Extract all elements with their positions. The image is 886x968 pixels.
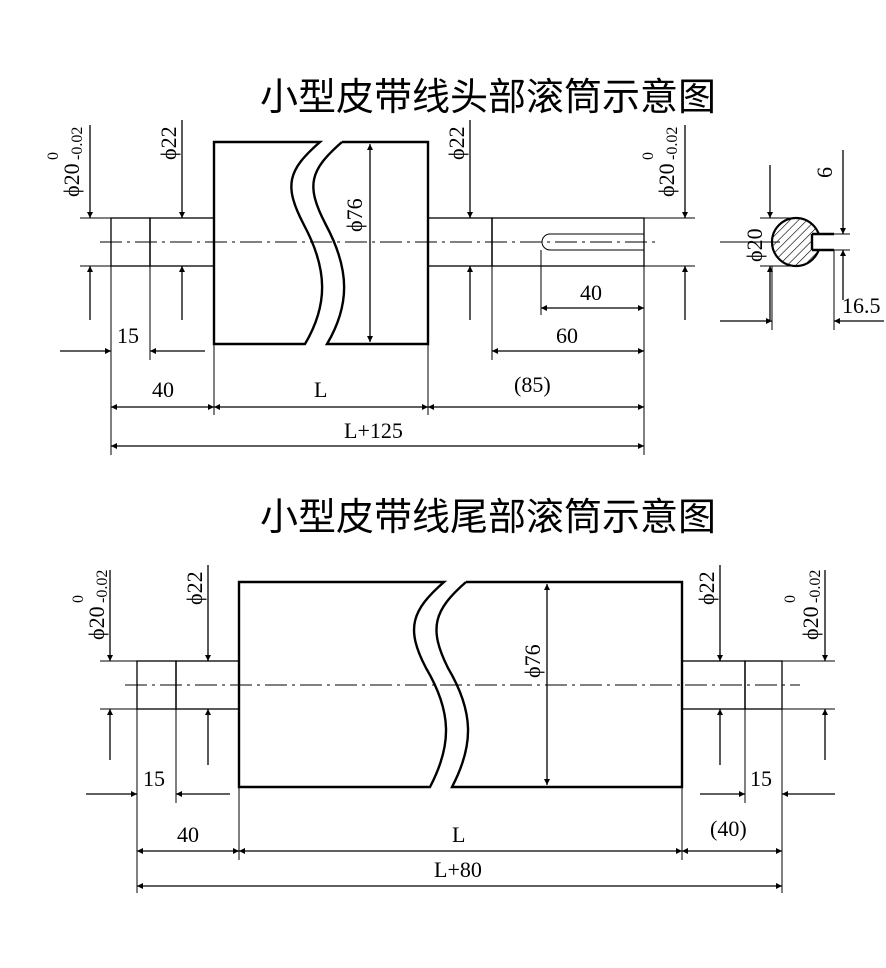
head-left-shaft-dia-callout: ϕ20 0 -0.02 bbox=[45, 125, 111, 320]
head-right-shaft bbox=[427, 217, 645, 267]
head-roller-drawing: 小型皮带线头部滚筒示意图 ϕ20 0 -0.02 bbox=[45, 75, 884, 455]
head-shaft-section-view: ϕ20 6 16.5 bbox=[720, 150, 884, 330]
svg-text:15: 15 bbox=[117, 323, 139, 348]
tail-extension-lines bbox=[136, 709, 783, 893]
tail-dim-15-left: 15 bbox=[86, 766, 230, 797]
head-dim-total: L+125 bbox=[111, 418, 644, 449]
svg-text:-0.02: -0.02 bbox=[664, 127, 681, 160]
svg-text:40: 40 bbox=[177, 822, 199, 847]
svg-text:L: L bbox=[314, 377, 327, 402]
tail-drum-dia-callout: ϕ76 bbox=[520, 584, 550, 785]
svg-text:-0.02: -0.02 bbox=[94, 570, 111, 603]
tail-roller-drawing: 小型皮带线尾部滚筒示意图 ϕ20 0 -0.02 ϕ22 bbox=[70, 495, 835, 893]
svg-text:(40): (40) bbox=[710, 816, 747, 841]
svg-text:16.5: 16.5 bbox=[842, 293, 881, 318]
svg-text:L+125: L+125 bbox=[344, 418, 403, 443]
head-title: 小型皮带线头部滚筒示意图 bbox=[260, 75, 716, 119]
head-left-bearing-dia-callout: ϕ22 bbox=[156, 120, 185, 320]
tail-dim-total: L+80 bbox=[137, 857, 782, 889]
svg-text:60: 60 bbox=[556, 323, 578, 348]
head-drum-dia-callout: ϕ76 bbox=[342, 144, 373, 342]
svg-text:(85): (85) bbox=[514, 372, 551, 397]
head-dim-60: 60 bbox=[492, 323, 644, 354]
svg-text:ϕ20: ϕ20 bbox=[84, 606, 109, 640]
head-right-shaft-dia-callout: ϕ20 0 -0.02 bbox=[640, 125, 695, 320]
svg-text:ϕ22: ϕ22 bbox=[156, 126, 181, 160]
svg-text:6: 6 bbox=[812, 167, 837, 178]
svg-text:ϕ22: ϕ22 bbox=[444, 126, 469, 160]
svg-text:15: 15 bbox=[143, 766, 165, 791]
tail-dim-row: 40 L (40) bbox=[137, 816, 782, 854]
tail-dim-15-right: 15 bbox=[700, 766, 835, 797]
tail-right-shaft bbox=[681, 660, 783, 710]
svg-text:0: 0 bbox=[782, 595, 799, 603]
svg-text:ϕ20: ϕ20 bbox=[59, 163, 84, 197]
svg-text:0: 0 bbox=[70, 595, 87, 603]
tail-left-bearing-dia-callout: ϕ22 bbox=[182, 565, 211, 765]
tail-right-shaft-dia-callout: ϕ20 0 -0.02 bbox=[782, 570, 835, 760]
svg-text:L+80: L+80 bbox=[434, 857, 482, 882]
svg-text:ϕ20: ϕ20 bbox=[798, 606, 823, 640]
head-drum bbox=[212, 140, 430, 346]
svg-text:ϕ20: ϕ20 bbox=[654, 163, 679, 197]
svg-text:ϕ20: ϕ20 bbox=[742, 228, 767, 262]
svg-text:-0.02: -0.02 bbox=[69, 127, 86, 160]
svg-text:0: 0 bbox=[640, 152, 657, 160]
svg-text:ϕ22: ϕ22 bbox=[182, 571, 207, 605]
head-dim-15: 15 bbox=[60, 323, 205, 354]
head-dim-key-40: 40 bbox=[541, 280, 644, 311]
tail-title: 小型皮带线尾部滚筒示意图 bbox=[260, 495, 716, 539]
svg-text:40: 40 bbox=[152, 377, 174, 402]
svg-text:ϕ76: ϕ76 bbox=[342, 198, 367, 232]
tail-drum bbox=[237, 580, 684, 789]
svg-text:L: L bbox=[452, 822, 465, 847]
head-extension-lines bbox=[110, 250, 645, 455]
svg-text:0: 0 bbox=[45, 152, 62, 160]
svg-text:-0.02: -0.02 bbox=[807, 570, 824, 603]
svg-text:15: 15 bbox=[750, 766, 772, 791]
head-right-bearing-dia-callout: ϕ22 bbox=[444, 120, 473, 320]
head-dim-row: 40 L (85) bbox=[111, 372, 644, 410]
tail-right-bearing-dia-callout: ϕ22 bbox=[694, 565, 723, 765]
svg-text:ϕ22: ϕ22 bbox=[694, 571, 719, 605]
svg-text:ϕ76: ϕ76 bbox=[520, 644, 545, 678]
svg-text:40: 40 bbox=[580, 280, 602, 305]
tail-left-shaft-dia-callout: ϕ20 0 -0.02 bbox=[70, 570, 137, 760]
